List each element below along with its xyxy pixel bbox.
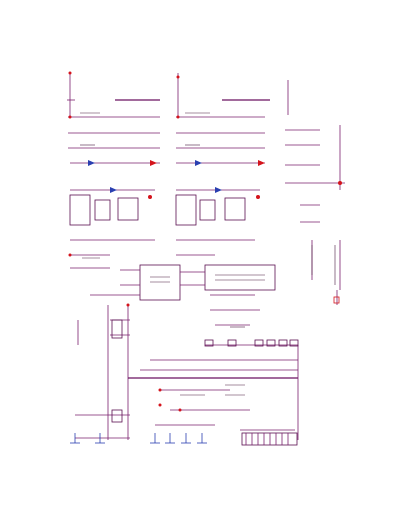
output-connector-row [204, 339, 299, 347]
diode-icon [88, 160, 95, 166]
capacitor-icon [111, 409, 123, 423]
junction-dot [68, 253, 72, 257]
junction-dot [68, 115, 72, 119]
header-connector [241, 432, 298, 446]
diode-icon [150, 160, 157, 166]
connector-icon [266, 339, 276, 347]
capacitor-icon [111, 319, 123, 339]
connector-icon [278, 339, 288, 347]
lower-left-bus [75, 305, 130, 440]
junction-dot [176, 115, 180, 119]
power-channel-middle [175, 73, 270, 256]
junction-dot [126, 303, 130, 307]
lower-bus [128, 344, 299, 440]
controller-ic [139, 264, 181, 301]
connector-icon [204, 339, 214, 347]
controller-ic-area [90, 264, 276, 326]
driver-ic [204, 264, 276, 291]
connector-icon [227, 339, 237, 347]
junction-dot [338, 181, 342, 185]
switch-block-middle [224, 197, 246, 221]
junction-dot [178, 408, 182, 412]
connector-icon [333, 296, 340, 304]
component-block-left [94, 199, 111, 221]
label-texture [80, 112, 336, 396]
junction-dot [148, 195, 152, 199]
diode-icon [110, 187, 117, 193]
connector-icon [289, 339, 299, 347]
diode-icon [215, 187, 222, 193]
transformer-middle [175, 194, 197, 226]
pin-header [241, 432, 298, 446]
diode-icon [195, 160, 202, 166]
switch-block-left [117, 197, 139, 221]
power-channel-left [67, 73, 160, 269]
control-column-right [285, 80, 345, 305]
transformer-left [69, 194, 91, 226]
junction-dot [176, 75, 180, 79]
junction-dot [158, 388, 162, 392]
junction-dot [68, 71, 72, 75]
component-block-middle [199, 199, 216, 221]
connector-icon [254, 339, 264, 347]
junction-dot [158, 403, 162, 407]
junction-markers [68, 71, 182, 412]
bottom-net-row [70, 433, 207, 444]
diode-icon [258, 160, 265, 166]
junction-dot [256, 195, 260, 199]
